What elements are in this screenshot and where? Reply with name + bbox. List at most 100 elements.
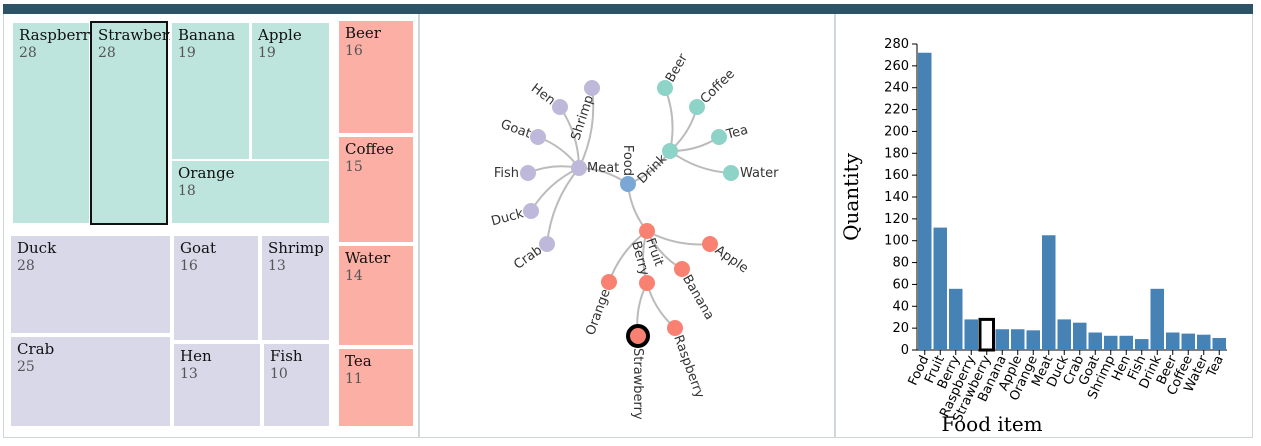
tree-node-crab[interactable] [539, 236, 555, 252]
bar-shrimp[interactable] [1104, 335, 1118, 350]
treemap-cell-value: 13 [268, 258, 286, 274]
tree-node-label: Water [740, 166, 779, 181]
bar-water[interactable] [1197, 334, 1211, 350]
top-bar [3, 4, 1253, 14]
tree-node-label: Strawberry [630, 348, 645, 420]
bar-fruit[interactable] [933, 227, 948, 350]
treemap-cell-value: 13 [180, 366, 198, 382]
treemap-cell-label: Banana [178, 26, 236, 44]
tree-node-orange[interactable] [601, 274, 617, 290]
tree-node-hen[interactable] [552, 99, 568, 115]
tree-node-label: Food [620, 145, 635, 176]
tree-link [546, 167, 580, 245]
tree-node-coffee[interactable] [689, 99, 705, 115]
tree-link [530, 167, 580, 212]
treemap-cell-value: 11 [345, 371, 363, 387]
treemap-cell-label: Orange [178, 164, 235, 182]
y-tick-label: 140 [884, 190, 909, 205]
tree-node-goat[interactable] [530, 129, 546, 145]
bar-strawberry[interactable] [978, 317, 995, 352]
tree-node-tea[interactable] [711, 129, 727, 145]
y-tick-label: 100 [884, 234, 909, 249]
tree-node-shrimp[interactable] [584, 80, 600, 96]
y-tick-label: 180 [884, 146, 909, 161]
tree-node-beer[interactable] [657, 80, 673, 96]
bar-hen[interactable] [1119, 335, 1134, 350]
treemap-cell-label: Raspberry [19, 26, 99, 44]
bar-crab[interactable] [1073, 322, 1087, 350]
treemap-cell-value: 19 [258, 45, 276, 61]
bar-chart: 020406080100120140160180200220240260280F… [839, 37, 1227, 436]
treemap-cell-value: 19 [178, 45, 196, 61]
tree-node-food[interactable] [620, 176, 636, 192]
tree-node-label: Fish [494, 166, 519, 181]
bar-berry[interactable] [949, 288, 963, 350]
treemap-cell-label: Apple [258, 26, 302, 44]
bar-beer[interactable] [1166, 332, 1180, 350]
treemap-cell-value: 28 [17, 258, 35, 274]
treemap-cell-value: 16 [345, 43, 363, 59]
bar-tea[interactable] [1212, 337, 1227, 350]
tree-node-label: Orange [583, 287, 614, 337]
bar-goat[interactable] [1088, 332, 1103, 350]
treemap-cell-value: 28 [19, 45, 37, 61]
tree-node-label: Coffee [698, 67, 738, 107]
tree-node-meat[interactable] [571, 160, 587, 176]
y-tick-label: 220 [884, 103, 909, 118]
tree-node-banana[interactable] [674, 261, 690, 277]
tree-node-berry[interactable] [639, 275, 655, 291]
x-tick-label: Tea [1204, 353, 1227, 380]
tree-node-duck[interactable] [523, 203, 539, 219]
tree-node-water[interactable] [723, 165, 739, 181]
tree-node-label: Meat [587, 161, 619, 176]
tree-node-apple[interactable] [702, 236, 718, 252]
bar-drink[interactable] [1150, 288, 1165, 350]
tree-link [578, 87, 595, 169]
treemap-cell-value: 14 [345, 268, 363, 284]
bar-apple[interactable] [1011, 329, 1025, 350]
y-tick-label: 120 [884, 212, 909, 227]
tree-node-fruit[interactable] [639, 223, 655, 239]
y-tick-label: 240 [884, 81, 909, 96]
tree-node-label: Banana [679, 272, 717, 322]
bar-duck[interactable] [1057, 319, 1072, 350]
y-tick-label: 80 [892, 256, 909, 271]
bar-coffee[interactable] [1181, 333, 1196, 350]
bar-fish[interactable] [1135, 339, 1149, 350]
tree-node-drink[interactable] [662, 143, 678, 159]
tree-node-strawberry[interactable] [626, 324, 650, 348]
x-axis-title: Food item [941, 412, 1042, 436]
bar-orange[interactable] [1026, 330, 1041, 350]
bar-food[interactable] [918, 52, 932, 350]
bar-banana[interactable] [995, 329, 1010, 350]
treemap-cell-label: Strawberry [98, 26, 185, 44]
bar-raspberry[interactable] [964, 319, 979, 350]
treemap-cell-value: 16 [180, 258, 198, 274]
tree-node-fish[interactable] [520, 165, 536, 181]
bar-meat[interactable] [1042, 235, 1056, 350]
treemap-cell-label: Tea [345, 352, 372, 370]
tree-node-raspberry[interactable] [667, 320, 683, 336]
y-tick-label: 160 [884, 168, 909, 183]
y-tick-label: 20 [892, 321, 909, 336]
tree-node-label: Tea [724, 123, 750, 143]
y-tick-label: 280 [884, 37, 909, 52]
